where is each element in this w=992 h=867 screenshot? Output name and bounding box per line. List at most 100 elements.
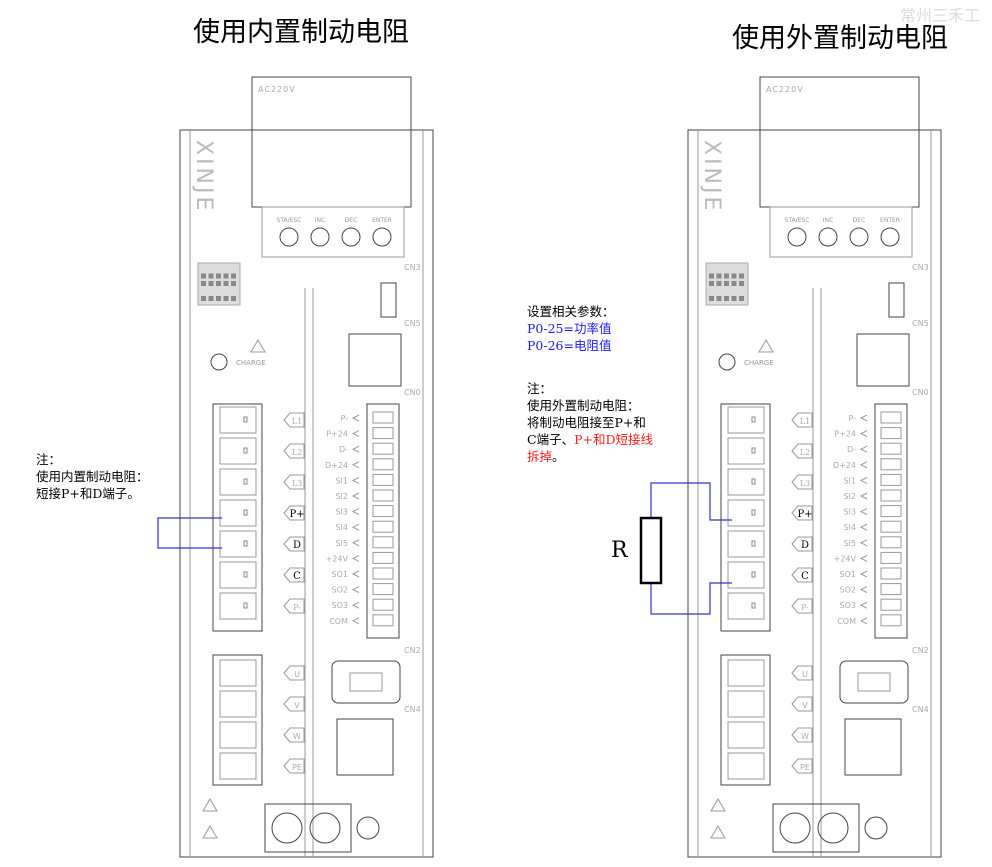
keypad-button xyxy=(787,227,807,247)
io-arrow xyxy=(859,445,868,453)
io-label: SI4 xyxy=(335,523,348,532)
terminal-tag xyxy=(283,696,305,712)
io-arrow xyxy=(859,554,868,562)
cn5-port xyxy=(348,333,402,387)
io-arrow xyxy=(351,570,360,578)
io-arrow xyxy=(351,586,360,594)
terminal-slot xyxy=(727,592,765,620)
io-pin xyxy=(372,583,394,596)
io-arrow xyxy=(859,492,868,500)
right-title: 使用外置制动电阻 xyxy=(732,23,948,54)
terminal-screw xyxy=(243,478,248,485)
ground-bar xyxy=(772,803,860,853)
io-arrow xyxy=(351,523,360,531)
io-label: P- xyxy=(340,414,348,423)
io-label: +24V xyxy=(326,554,349,563)
note-text: 。 xyxy=(552,449,565,464)
terminal-screw xyxy=(243,416,248,423)
cn2-latch xyxy=(349,672,383,692)
keypad-button xyxy=(279,227,299,247)
io-arrow xyxy=(351,601,360,609)
terminal-screw xyxy=(243,509,248,516)
qr-cell xyxy=(731,296,737,301)
cn3-port xyxy=(888,282,905,318)
terminal-tag xyxy=(283,536,305,552)
terminal-label: P+ xyxy=(797,509,812,520)
io-pin xyxy=(880,520,902,533)
io-pin xyxy=(880,505,902,518)
port-label: CN4 xyxy=(404,705,421,714)
terminal-label: C xyxy=(293,571,301,582)
qr-cell xyxy=(223,296,229,301)
io-label: SI1 xyxy=(843,476,856,485)
resistor-label: R xyxy=(611,538,628,563)
terminal-screw xyxy=(751,571,756,578)
io-pin xyxy=(372,598,394,611)
port-label: CN2 xyxy=(912,646,929,655)
io-label: SI2 xyxy=(335,492,348,501)
qr-cell xyxy=(231,281,236,286)
left-note-line: 注： xyxy=(36,452,62,467)
qr-cell xyxy=(724,281,729,286)
io-pin xyxy=(372,505,394,518)
keypad-button xyxy=(372,227,392,247)
terminal-label: P+ xyxy=(289,509,304,520)
io-pin xyxy=(880,473,902,486)
io-arrow xyxy=(351,476,360,484)
warning-icon xyxy=(710,825,726,839)
ac-label: AC220V xyxy=(258,85,296,94)
terminal-label: D xyxy=(293,540,301,551)
io-pin xyxy=(880,583,902,596)
qr-cell xyxy=(724,296,729,301)
io-pin xyxy=(880,536,902,549)
terminal-label: L3 xyxy=(292,479,302,488)
drive-body xyxy=(179,129,434,858)
left-note-line: 使用内置制动电阻： xyxy=(36,469,149,484)
io-arrow xyxy=(859,508,868,516)
io-arrow xyxy=(351,414,360,422)
terminal-screw xyxy=(751,478,756,485)
io-label: COM xyxy=(329,617,348,626)
io-label: SI5 xyxy=(843,539,856,548)
io-arrow xyxy=(859,430,868,438)
terminal-slot xyxy=(727,752,765,780)
qr-cell xyxy=(201,273,206,279)
terminal-label: V xyxy=(802,701,808,710)
io-label: P+24 xyxy=(326,430,348,439)
terminal-label: P- xyxy=(293,603,301,612)
qr-cell xyxy=(216,281,221,286)
terminal-label: PE xyxy=(800,763,810,772)
io-label: SI3 xyxy=(335,508,348,517)
keypad-button xyxy=(849,227,869,247)
qr-cell xyxy=(208,273,214,279)
terminal-tag xyxy=(283,598,305,614)
terminal-screw xyxy=(243,447,248,454)
terminal-slot xyxy=(219,530,257,558)
io-label: SO1 xyxy=(840,570,856,579)
cn4-port xyxy=(336,718,394,776)
left-note-line: 短接P+和D端子。 xyxy=(36,486,140,501)
keypad-label: ENTER xyxy=(880,217,900,224)
terminal-label: PE xyxy=(292,763,302,772)
io-pin xyxy=(372,536,394,549)
terminal-slot xyxy=(219,721,257,749)
io-label: D+24 xyxy=(325,461,348,470)
ground-screw xyxy=(779,812,811,844)
keypad-label: INC xyxy=(315,217,325,224)
terminal-tag xyxy=(791,598,813,614)
terminal-slot xyxy=(727,437,765,465)
io-label: SO2 xyxy=(840,586,856,595)
terminal-label: L1 xyxy=(292,417,302,426)
io-arrow xyxy=(859,570,868,578)
terminal-slot xyxy=(219,499,257,527)
keypad-label: DEC xyxy=(345,217,358,224)
terminal-screw xyxy=(751,509,756,516)
terminal-screw xyxy=(243,602,248,609)
keypad-label: STA/ESC xyxy=(277,217,302,224)
terminal-tag xyxy=(791,567,813,583)
io-pin xyxy=(880,427,902,440)
brand-logo: XINJE xyxy=(699,140,724,213)
terminal-slot xyxy=(727,690,765,718)
